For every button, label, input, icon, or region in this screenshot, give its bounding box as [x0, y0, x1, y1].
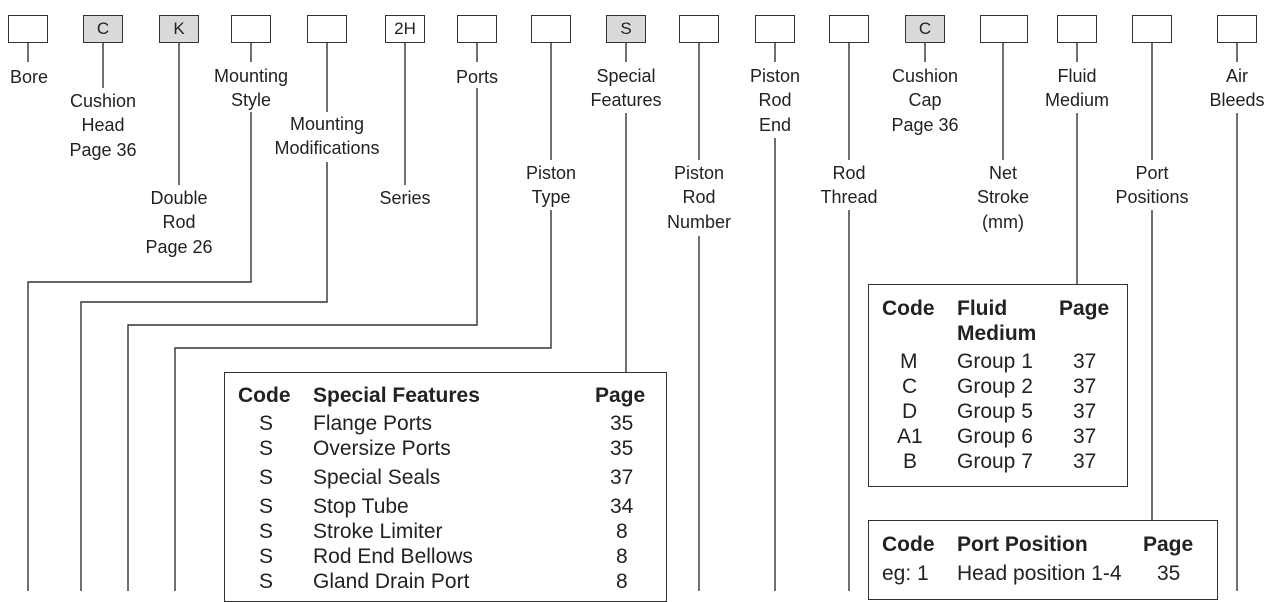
pp-row-page: 35 — [1157, 562, 1181, 585]
pp-header-code: Code — [882, 533, 935, 556]
box-special-features: S — [606, 15, 646, 43]
box-fluid-medium — [1057, 15, 1097, 43]
box-series: 2H — [385, 15, 425, 43]
sf-row-name: Gland Drain Port — [313, 570, 470, 593]
box-net-stroke — [980, 15, 1028, 43]
sf-row-name: Rod End Bellows — [313, 545, 473, 568]
pp-row-code: eg: 1 — [882, 562, 929, 585]
box-mounting-modifications — [307, 15, 347, 43]
fm-row-code: D — [902, 400, 918, 423]
leader-mounting-style — [27, 112, 252, 591]
sf-row-code: S — [259, 520, 274, 543]
sf-row-page: 35 — [610, 412, 634, 435]
fm-row-name: Group 2 — [957, 375, 1033, 398]
sf-row-name: Stop Tube — [313, 495, 409, 518]
sf-row-code: S — [259, 495, 274, 518]
pp-row-name: Head position 1-4 — [957, 562, 1122, 585]
box-double-rod: K — [159, 15, 199, 43]
fm-row-name: Group 1 — [957, 350, 1033, 373]
fm-header-medium: Medium — [957, 322, 1037, 345]
box-cushion-cap: C — [905, 15, 945, 43]
sf-row-code: S — [259, 412, 274, 435]
sf-header-page: Page — [595, 384, 646, 407]
sf-row-page: 35 — [610, 437, 634, 460]
box-cushion-head: C — [83, 15, 123, 43]
pp-header-position: Port Position — [957, 533, 1088, 556]
fm-row-page: 37 — [1073, 350, 1097, 373]
box-mounting-style — [231, 15, 271, 43]
leader-piston-type — [174, 210, 552, 591]
fm-row-page: 37 — [1073, 450, 1097, 473]
fm-row-name: Group 7 — [957, 450, 1033, 473]
sf-row-name: Flange Ports — [313, 412, 433, 435]
box-piston-rod-end — [755, 15, 795, 43]
sf-header-code: Code — [238, 384, 291, 407]
box-rod-thread — [829, 15, 869, 43]
sf-row-page: 37 — [610, 466, 634, 489]
sf-row-page: 34 — [610, 495, 634, 518]
port-position-table: Code Port Position Page eg: 1 Head posit… — [868, 520, 1218, 600]
sf-row-name: Oversize Ports — [313, 437, 451, 460]
sf-row-code: S — [259, 570, 274, 593]
fm-header-page: Page — [1059, 297, 1110, 320]
sf-row-name: Special Seals — [313, 466, 441, 489]
fm-row-page: 37 — [1073, 375, 1097, 398]
fm-header-code: Code — [882, 297, 935, 320]
sf-row-code: S — [259, 466, 274, 489]
fm-row-code: A1 — [897, 425, 923, 448]
box-port-positions — [1132, 15, 1172, 43]
sf-row-page: 8 — [616, 520, 628, 543]
fm-row-code: M — [900, 350, 918, 373]
label-ports: Ports — [455, 67, 499, 87]
fm-row-name: Group 5 — [957, 400, 1033, 423]
leader-mounting-modifications — [80, 162, 328, 591]
fm-row-name: Group 6 — [957, 425, 1033, 448]
sf-header-name: Special Features — [313, 384, 480, 407]
fm-row-code: C — [902, 375, 918, 398]
box-piston-rod-number — [679, 15, 719, 43]
fluid-medium-table: Code Fluid Medium Page M Group 1 37 C Gr… — [868, 284, 1128, 487]
sf-row-code: S — [259, 545, 274, 568]
sf-row-page: 8 — [616, 570, 628, 593]
box-bore — [8, 15, 48, 43]
fm-header-fluid: Fluid — [957, 297, 1008, 320]
special-features-table: Code Special Features Page S Flange Port… — [224, 372, 667, 602]
fm-row-code: B — [903, 450, 918, 473]
label-bore: Bore — [9, 67, 49, 87]
box-air-bleeds — [1217, 15, 1257, 43]
pp-header-page: Page — [1143, 533, 1194, 556]
fm-row-page: 37 — [1073, 425, 1097, 448]
leader-ports — [127, 88, 478, 591]
label-series: Series — [379, 188, 431, 208]
fm-row-page: 37 — [1073, 400, 1097, 423]
box-ports — [457, 15, 497, 43]
box-piston-type — [531, 15, 571, 43]
sf-row-name: Stroke Limiter — [313, 520, 443, 543]
sf-row-code: S — [259, 437, 274, 460]
sf-row-page: 8 — [616, 545, 628, 568]
